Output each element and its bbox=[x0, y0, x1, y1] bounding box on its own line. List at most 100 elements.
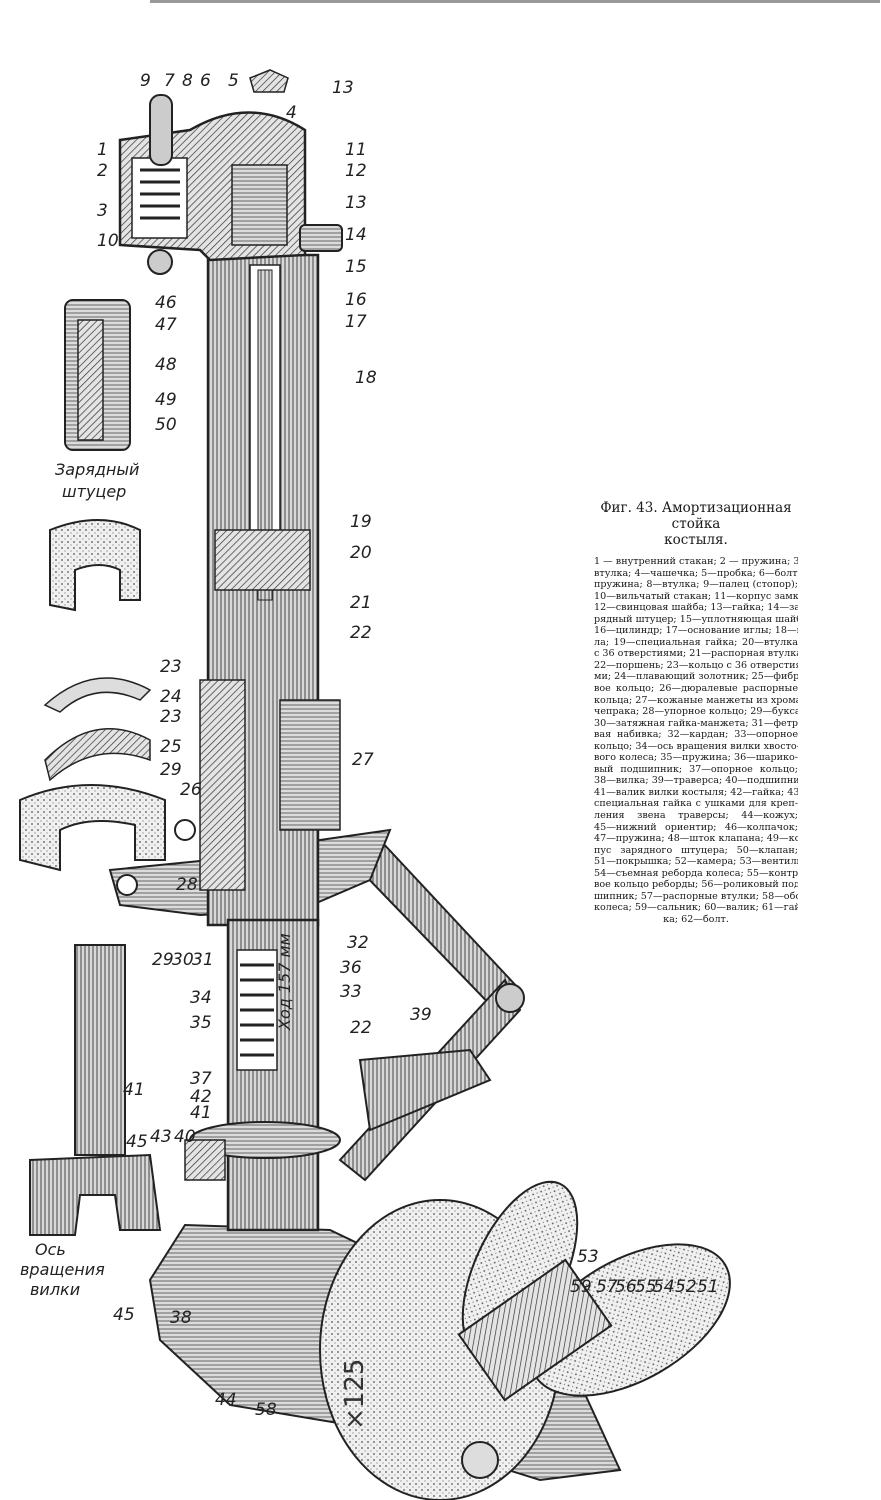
callout-label: 20 bbox=[350, 543, 372, 563]
legend-line: втулка; 4—чашечка; 5—пробка; 6—болт; 7— bbox=[594, 567, 798, 579]
callout-label: 19 bbox=[350, 512, 372, 532]
callout-label: 58 bbox=[255, 1400, 277, 1420]
callout-label: 16 bbox=[345, 290, 367, 310]
legend-line: чепрака; 28—упорное кольцо; 29—букса; bbox=[594, 706, 798, 718]
callout-label: 46 bbox=[155, 293, 177, 313]
valve-caption-line2: штуцер bbox=[62, 482, 126, 501]
callout-label: 57 bbox=[596, 1277, 618, 1297]
bushing-20-detail bbox=[49, 519, 141, 612]
callout-label: 34 bbox=[190, 988, 212, 1008]
callout-label: 23 bbox=[160, 707, 182, 727]
legend-line: ления звена траверсы; 44—кожух; bbox=[594, 810, 798, 822]
callout-label: 30 bbox=[172, 950, 194, 970]
callout-label: 45 bbox=[126, 1132, 148, 1152]
legend-line: 41—валик вилки костыля; 42—гайка; 43— bbox=[594, 786, 798, 798]
axle-caption-line2: вращения bbox=[20, 1260, 105, 1279]
legend-line: 51—покрышка; 52—камера; 53—вентиль; bbox=[594, 856, 798, 868]
figure-title-line1: Фиг. 43. Амортизационная стойка bbox=[600, 500, 792, 532]
axle-caption-line3: вилки bbox=[30, 1280, 80, 1299]
callout-label: 22 bbox=[350, 623, 372, 643]
callout-label: 13 bbox=[332, 78, 354, 98]
legend-line: 22—поршень; 23—кольцо с 36 отверстия- bbox=[594, 659, 798, 671]
legend-line: 1 — внутренний стакан; 2 — пружина; 3— bbox=[594, 556, 798, 567]
legend-line: вое кольцо; 26—дюралевые распорные bbox=[594, 683, 798, 695]
legend-line: шипник; 57—распорные втулки; 58—обод bbox=[594, 890, 798, 902]
callout-label: 17 bbox=[345, 312, 367, 332]
legend-line: 54—съемная реборда колеса; 55—контро- bbox=[594, 867, 798, 879]
callout-label: 41 bbox=[190, 1103, 212, 1123]
callout-label: 36 bbox=[340, 958, 362, 978]
lower-piston bbox=[184, 918, 341, 1232]
callout-label: 22 bbox=[350, 1018, 372, 1038]
legend-line: 10—вильчатый стакан; 11—корпус замка; bbox=[594, 590, 798, 602]
callout-label: 3 bbox=[97, 201, 108, 221]
fork-axle-detail bbox=[29, 944, 162, 1236]
figure-title: Фиг. 43. Амортизационная стойка костыля. bbox=[594, 500, 798, 548]
legend-line: 16—цилиндр; 17—основание иглы; 18—иг- bbox=[594, 625, 798, 637]
main-cylinder bbox=[199, 253, 341, 927]
callout-label: 51 bbox=[697, 1277, 719, 1297]
callout-label: 59 bbox=[570, 1277, 592, 1297]
axle-caption-line1: Ось bbox=[35, 1240, 66, 1259]
callout-label: 23 bbox=[160, 657, 182, 677]
legend-line: вая набивка; 32—кардан; 33—опорное bbox=[594, 729, 798, 741]
legend-line: вое кольцо реборды; 56—роликовый под- bbox=[594, 879, 798, 891]
legend-line: 30—затяжная гайка-манжета; 31—фетро- bbox=[594, 717, 798, 729]
callout-label: 28 bbox=[176, 875, 198, 895]
callout-label: 43 bbox=[150, 1127, 172, 1147]
legend-line: пус зарядного штуцера; 50—клапан; bbox=[594, 844, 798, 856]
legend-line: рядный штуцер; 15—уплотняющая шайба; bbox=[594, 613, 798, 625]
figure-caption: Фиг. 43. Амортизационная стойка костыля.… bbox=[594, 500, 798, 926]
callout-label: 2 bbox=[97, 161, 108, 181]
callout-label: 35 bbox=[190, 1013, 212, 1033]
callout-label: 48 bbox=[155, 355, 177, 375]
callout-label: 42 bbox=[190, 1087, 212, 1107]
legend-line: вый подшипник; 37—опорное кольцо; bbox=[594, 763, 798, 775]
callout-label: 40 bbox=[174, 1127, 196, 1147]
legend-line: специальная гайка с ушками для креп- bbox=[594, 798, 798, 810]
handwritten-note: ×125 bbox=[340, 1358, 370, 1430]
callout-label: 6 bbox=[200, 71, 211, 91]
callout-label: 47 bbox=[155, 315, 177, 335]
legend-line: колеса; 59—сальник; 60—валик; 61—гай- bbox=[594, 902, 798, 914]
legend-line: кольца; 27—кожаные манжеты из хрома- bbox=[594, 694, 798, 706]
callout-label: 18 bbox=[355, 368, 377, 388]
callout-label: 49 bbox=[155, 390, 177, 410]
callout-label: 26 bbox=[180, 780, 202, 800]
callout-label: 54 bbox=[653, 1277, 675, 1297]
callout-label: 8 bbox=[182, 71, 193, 91]
callout-label: 44 bbox=[215, 1390, 237, 1410]
legend-line: 38—вилка; 39—траверса; 40—подшипник; bbox=[594, 775, 798, 787]
callout-label: 11 bbox=[345, 140, 367, 160]
callout-label: 52 bbox=[675, 1277, 697, 1297]
callout-label: 56 bbox=[615, 1277, 637, 1297]
callout-label: 53 bbox=[577, 1247, 599, 1267]
callout-label: 29 bbox=[152, 950, 174, 970]
tail-wheel bbox=[319, 1180, 731, 1500]
valve-caption-line1: Зарядный bbox=[55, 460, 139, 479]
callout-label: 45 bbox=[113, 1305, 135, 1325]
parts-legend: 1 — внутренний стакан; 2 — пружина; 3—вт… bbox=[594, 556, 798, 926]
callout-label: 10 bbox=[97, 231, 119, 251]
callout-label: 9 bbox=[140, 71, 151, 91]
callout-label: 15 bbox=[345, 257, 367, 277]
legend-line: ла; 19—специальная гайка; 20—втулка bbox=[594, 636, 798, 648]
callout-label: 4 bbox=[286, 103, 297, 123]
legend-line: пружина; 8—втулка; 9—палец (стопор); bbox=[594, 579, 798, 591]
callout-label: 50 bbox=[155, 415, 177, 435]
callout-label: 27 bbox=[352, 750, 374, 770]
legend-line: вого колеса; 35—пружина; 36—шарико- bbox=[594, 752, 798, 764]
figure-title-line2: костыля. bbox=[664, 532, 728, 548]
callout-label: 37 bbox=[190, 1069, 212, 1089]
callout-label: 5 bbox=[228, 71, 239, 91]
legend-line: 47—пружина; 48—шток клапана; 49—кор- bbox=[594, 833, 798, 845]
legend-line: 12—свинцовая шайба; 13—гайка; 14—за- bbox=[594, 602, 798, 614]
callout-label: 29 bbox=[160, 760, 182, 780]
callout-label: 12 bbox=[345, 161, 367, 181]
legend-line: с 36 отверстиями; 21—распорная втулка; bbox=[594, 648, 798, 660]
callout-label: 33 bbox=[340, 982, 362, 1002]
legend-line: 45—нижний ориентир; 46—колпачок; bbox=[594, 821, 798, 833]
callout-label: 39 bbox=[410, 1005, 432, 1025]
callout-label: 1 bbox=[97, 140, 108, 160]
